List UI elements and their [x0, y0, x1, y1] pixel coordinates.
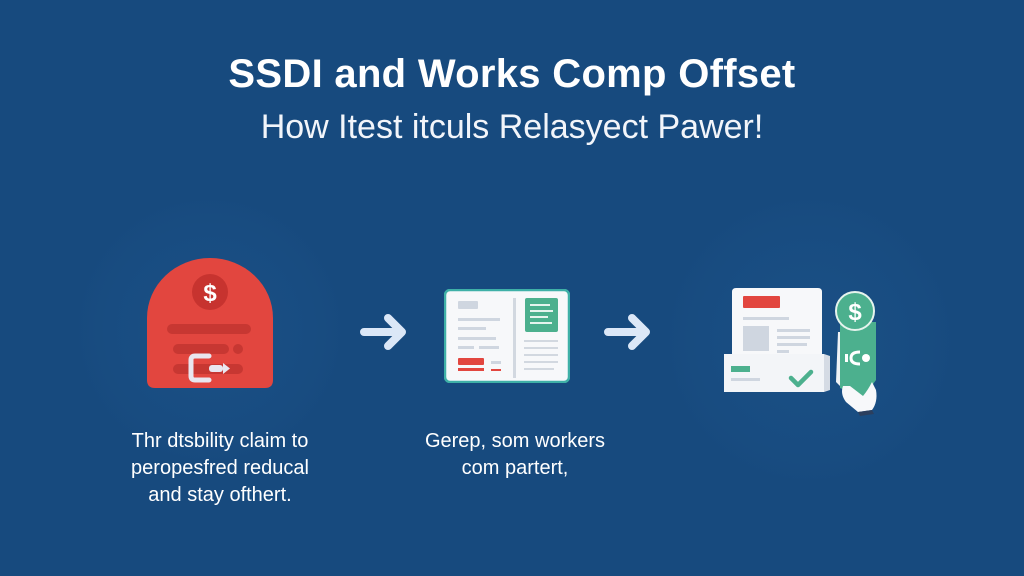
document-ledger-icon: [444, 289, 570, 383]
page-subtitle: How Itest itculs Relasyect Pawer!: [260, 108, 764, 146]
svg-text:$: $: [203, 280, 217, 307]
caption-line: com partert,: [461, 457, 569, 479]
red-claim-badge-icon: $: [147, 258, 273, 388]
caption-line: Gerep, som workers: [424, 430, 606, 452]
page-title: SSDI and Works Comp Offset: [228, 52, 796, 96]
document-payment-hand-icon: $: [724, 288, 877, 416]
step-1-caption: Thr dtsbility claim to peropesfred reduc…: [100, 428, 340, 509]
step-2-caption: Gerep, som workers com partert,: [400, 428, 630, 482]
arrow-right-icon: [604, 314, 650, 350]
caption-line: peropesfred reducal: [131, 457, 309, 479]
arrow-right-icon: [360, 314, 406, 350]
svg-text:$: $: [848, 299, 862, 326]
caption-line: and stay ofthert.: [148, 484, 292, 506]
caption-line: Thr dtsbility claim to: [131, 430, 309, 452]
